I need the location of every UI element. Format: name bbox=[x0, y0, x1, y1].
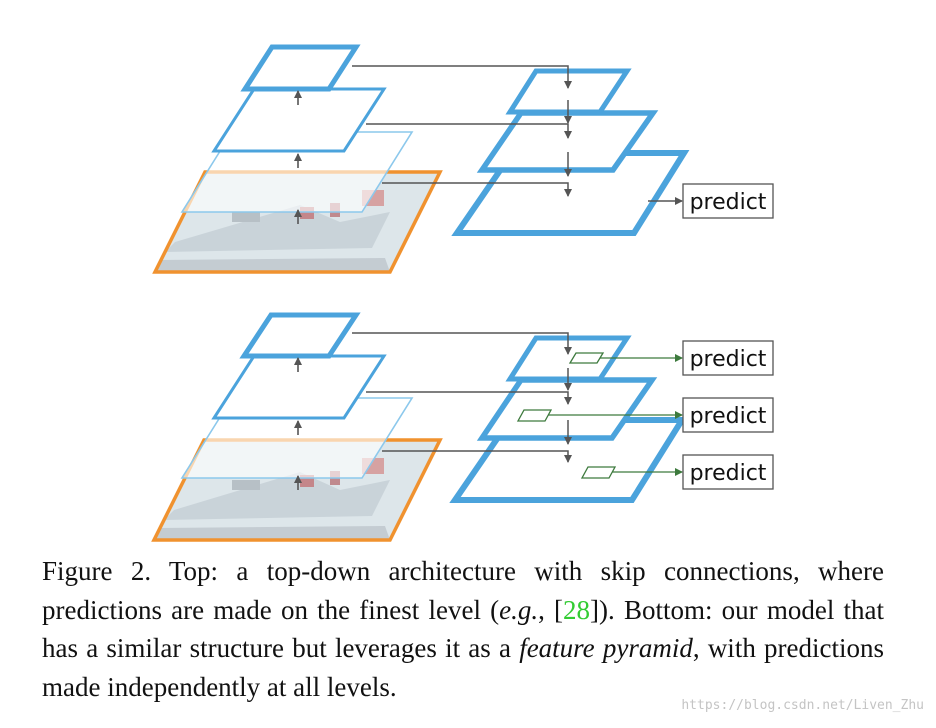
bottom-bottom-up-level-3 bbox=[239, 312, 361, 359]
bottom-feature-level-3 bbox=[505, 335, 632, 382]
bottom-predict-box-2 bbox=[682, 397, 774, 433]
top-lateral-1 bbox=[382, 182, 572, 197]
top-bottom-up-level-2 bbox=[211, 87, 387, 153]
caption-text-4: , with predictions made independently at… bbox=[42, 633, 884, 702]
top-panel: predict bbox=[152, 44, 774, 274]
top-lateral-2 bbox=[366, 123, 572, 139]
fpn-diagram: predict bbox=[151, 44, 774, 542]
caption-text-3: ]). Bottom: our model that has a similar… bbox=[42, 594, 884, 664]
citation-link[interactable]: 28 bbox=[563, 594, 591, 625]
top-top-down-level-3 bbox=[505, 68, 632, 115]
bottom-predict-box-3 bbox=[682, 454, 774, 490]
watermark: https://blog.csdn.net/Liven_Zhu bbox=[681, 698, 924, 713]
top-predict-label: predict bbox=[690, 190, 767, 215]
bottom-predict-label-2: predict bbox=[690, 404, 767, 429]
caption-text-2: , [ bbox=[538, 594, 564, 625]
bottom-panel: predict predict predict bbox=[151, 312, 774, 542]
caption-eg: e.g. bbox=[499, 594, 539, 625]
bottom-lateral-1 bbox=[382, 450, 572, 463]
top-bottom-up-level-3 bbox=[240, 44, 361, 92]
bottom-feature-level-2 bbox=[476, 377, 658, 441]
bottom-bottom-up-level-2 bbox=[211, 354, 387, 420]
bottom-prediction-window-2 bbox=[516, 409, 553, 422]
bottom-prediction-window-3 bbox=[568, 352, 605, 364]
caption-text-1: Figure 2. Top: a top-down architecture w… bbox=[42, 556, 884, 625]
top-lateral-3 bbox=[352, 65, 572, 89]
bottom-predict-box-1 bbox=[682, 340, 774, 376]
top-predict-box bbox=[682, 183, 774, 219]
bottom-predict-label-3: predict bbox=[690, 461, 767, 486]
caption-italic-term: feature pyramid bbox=[519, 633, 693, 663]
bottom-lateral-3 bbox=[352, 332, 572, 355]
top-top-down-level-2 bbox=[476, 110, 659, 173]
figure-caption: Figure 2. Top: a top-down architecture w… bbox=[42, 552, 884, 706]
bottom-predict-label-1: predict bbox=[690, 347, 767, 372]
bottom-prediction-window-1 bbox=[580, 466, 617, 479]
bottom-lateral-2 bbox=[366, 391, 572, 405]
